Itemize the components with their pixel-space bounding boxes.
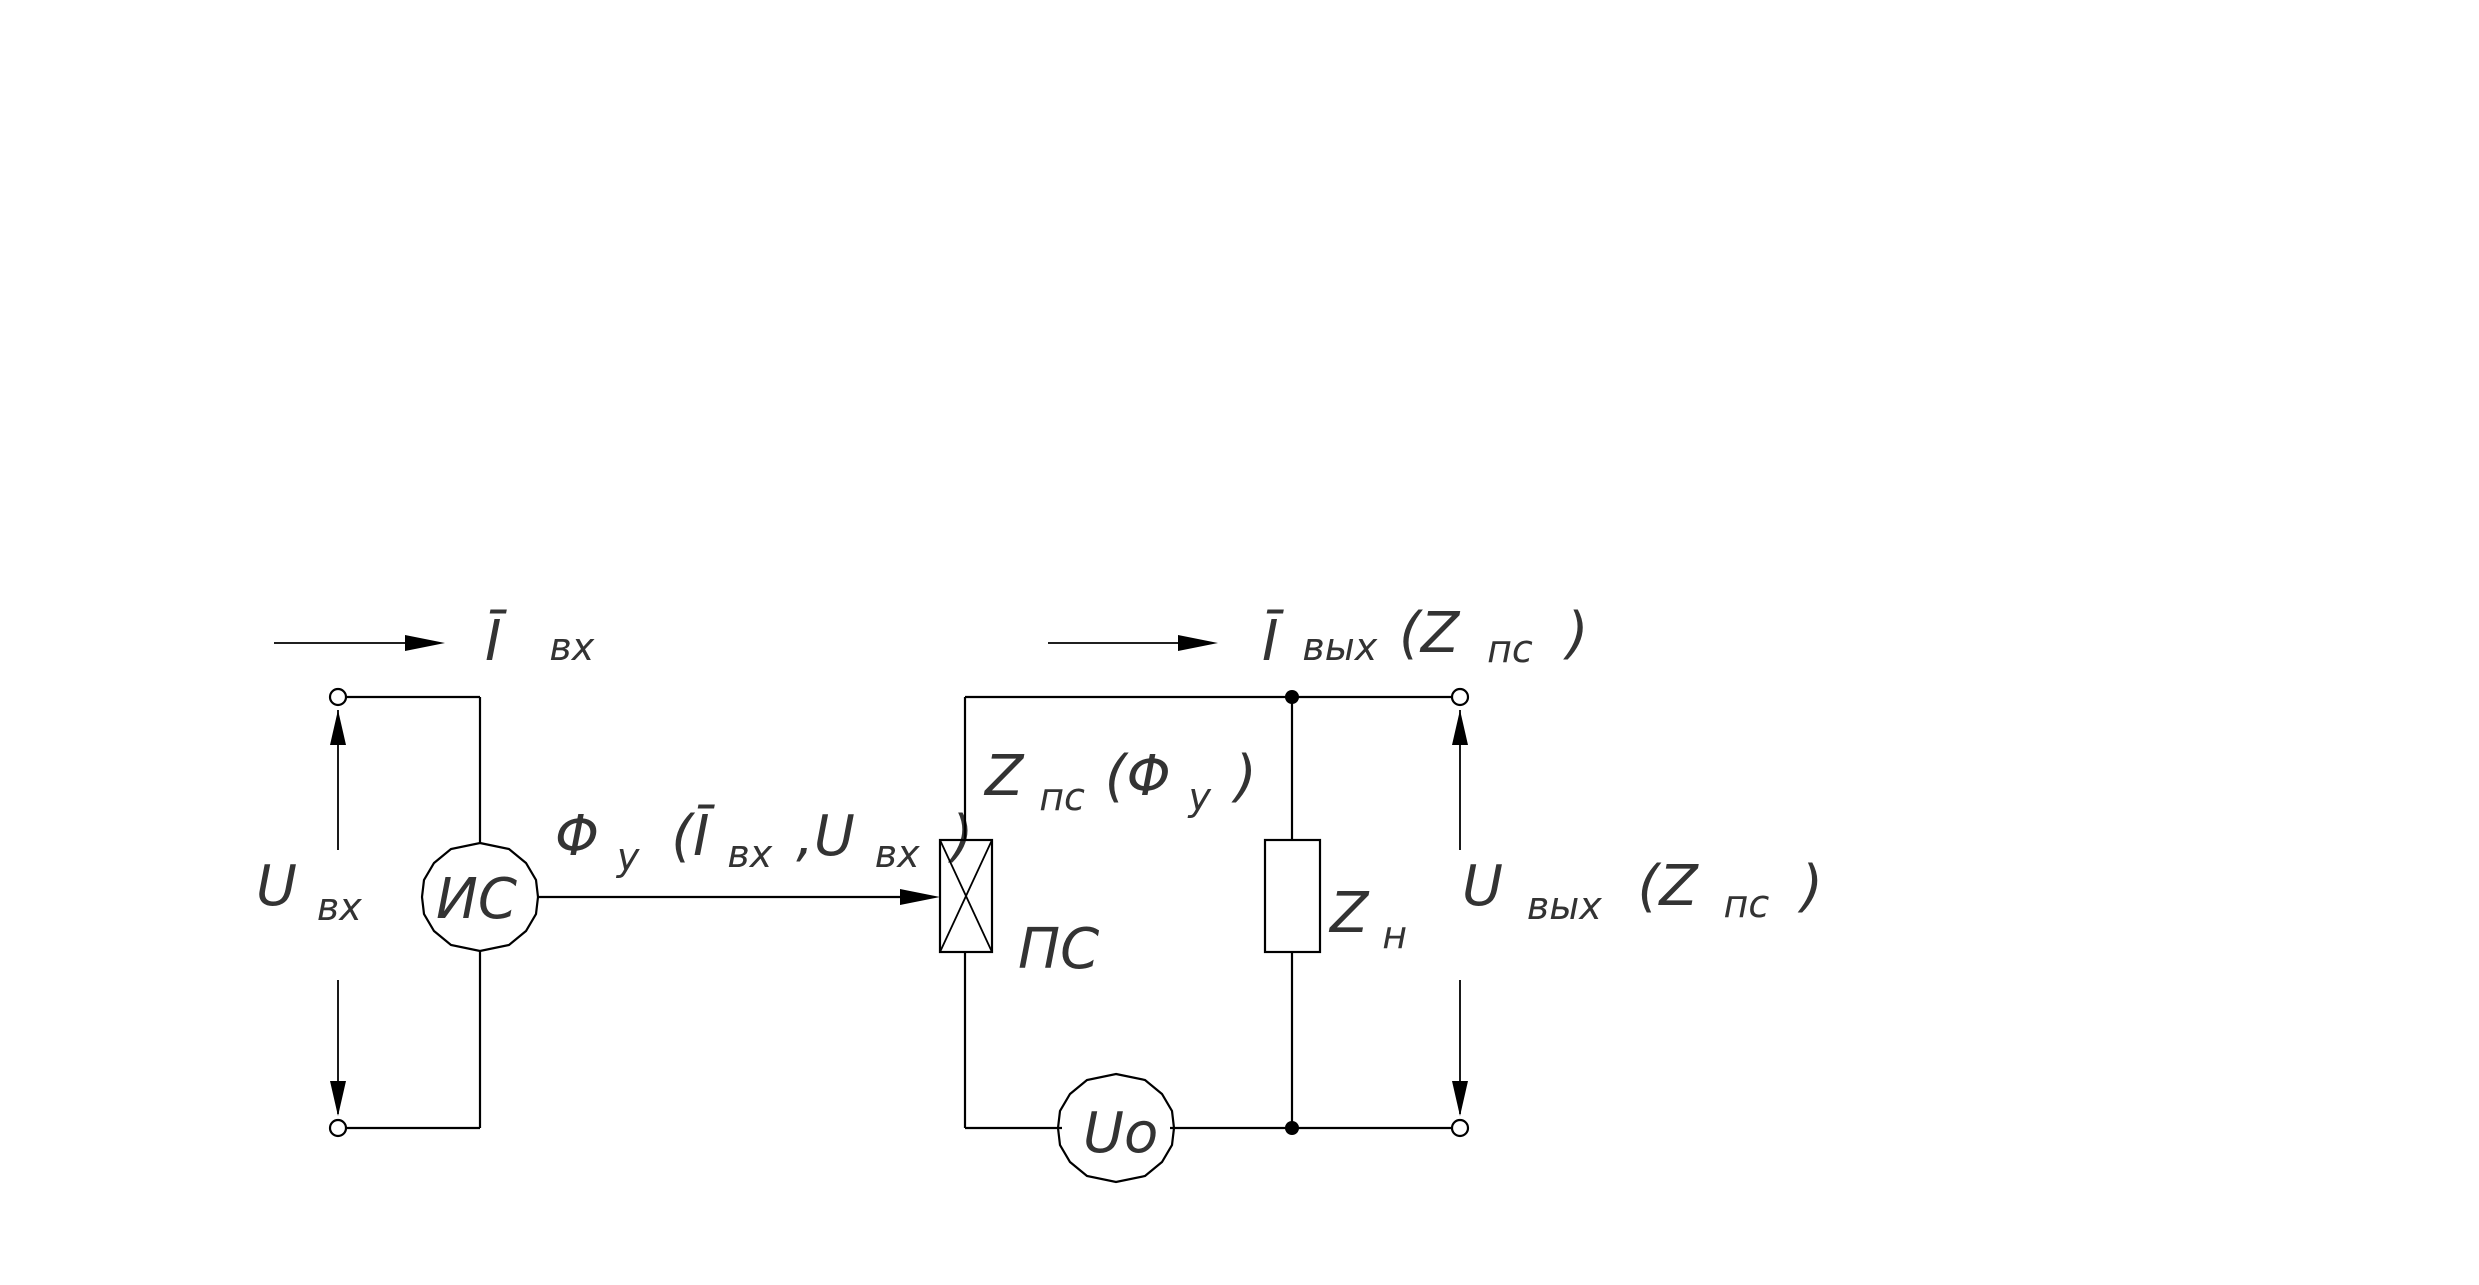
i-out-arrow [1048, 635, 1218, 651]
output-terminal-bottom [1450, 1118, 1470, 1138]
input-circuit: ИС Ī вх U вх [256, 609, 595, 1138]
junction-bottom [1285, 1121, 1299, 1135]
output-circuit: ПС Z пс (Φ у ) Z н Uo [938, 601, 1823, 1184]
input-terminal-bottom [328, 1118, 348, 1138]
ps-element [938, 838, 994, 954]
u-out-arrow [1452, 710, 1468, 1116]
source-u0-label: Uo [1083, 1101, 1158, 1166]
u-in-label: U вх [256, 854, 362, 929]
i-out-label: Ī вых (Z пс ) [1262, 601, 1588, 676]
source-is: ИС [420, 841, 540, 953]
input-terminal-top [328, 687, 348, 707]
i-in-arrow [274, 635, 445, 651]
junction-top [1285, 690, 1299, 704]
control-signal: Φ у (Ī вх ,U вх ) [538, 804, 973, 905]
phi-label: Φ у (Ī вх ,U вх ) [555, 804, 973, 884]
source-u0: Uo [1056, 1072, 1176, 1184]
ps-label: ПС [1018, 917, 1099, 982]
output-terminal-top [1450, 687, 1470, 707]
source-is-label: ИС [436, 867, 517, 932]
u-in-arrow [330, 710, 346, 1116]
load-resistor [1263, 838, 1322, 954]
z-ps-label: Z пс (Φ у ) [983, 744, 1257, 824]
i-in-label: Ī вх [485, 609, 595, 674]
z-load-label: Z н [1328, 881, 1407, 957]
u-out-label: U вых (Z пс ) [1462, 854, 1823, 933]
